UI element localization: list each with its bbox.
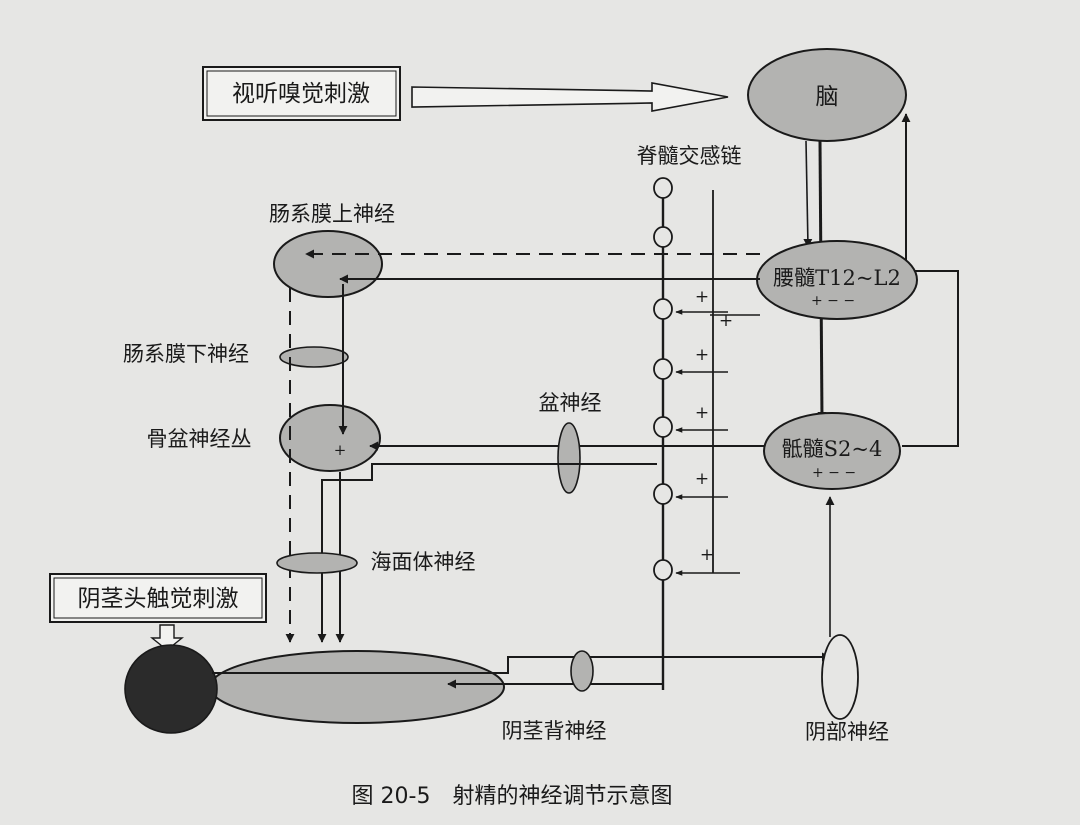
sacral-signs: + − − xyxy=(812,465,856,481)
ganglion xyxy=(653,177,673,199)
cavernous-nerve-node xyxy=(276,552,358,574)
hollow-arrow-to-brain xyxy=(411,82,729,112)
sympathetic-ganglia xyxy=(653,177,673,581)
svg-text:+: + xyxy=(695,345,709,365)
glans-to-pudendal-path xyxy=(212,652,831,674)
chain-input-arrows xyxy=(675,309,740,576)
brain-to-lumbar-arrow xyxy=(803,140,813,248)
ganglion xyxy=(653,226,673,248)
pudendal-nerve-node xyxy=(821,634,859,720)
svg-text:+: + xyxy=(695,403,709,423)
glans-stimulus-label: 阴茎头触觉刺激 xyxy=(78,586,239,612)
pudendal-nerve-label: 阴部神经 xyxy=(805,720,889,744)
inf-mesenteric-label: 肠系膜下神经 xyxy=(123,342,249,366)
penis-shaft-node xyxy=(209,650,505,724)
pelvic-plexus-label: 骨盆神经丛 xyxy=(147,427,252,451)
pelvic-nerve-node xyxy=(557,422,581,494)
chain-plus-signs: + + + + + + xyxy=(695,287,733,565)
pelvic-nerve-label: 盆神经 xyxy=(539,391,602,415)
lumbar-sacral-loop xyxy=(902,270,959,447)
pelvic-plexus-node xyxy=(279,404,381,472)
svg-text:+: + xyxy=(695,287,709,307)
svg-text:+: + xyxy=(695,469,709,489)
glans-node xyxy=(124,644,218,734)
svg-text:+: + xyxy=(719,311,733,331)
sup-mesenteric-node xyxy=(273,230,383,298)
sensory-stimulus-box: 视听嗅觉刺激 xyxy=(202,66,401,121)
lumbar-signs: + − − xyxy=(811,293,855,309)
chain-to-penis-path xyxy=(317,463,657,643)
lumbar-cord-node: 腰髓T12~L2 + − − xyxy=(756,240,918,320)
inf-mesenteric-node xyxy=(279,346,349,368)
ganglion xyxy=(653,416,673,438)
hollow-arrow-to-glans xyxy=(150,624,184,651)
sympathetic-chain-label: 脊髓交感链 xyxy=(637,144,742,168)
ganglion xyxy=(653,483,673,505)
lumbar-cord-label: 腰髓T12~L2 xyxy=(773,266,901,290)
sacral-cord-node: 骶髓S2~4 + − − xyxy=(763,412,901,490)
brain-node: 脑 xyxy=(747,48,907,142)
glans-stimulus-box: 阴茎头触觉刺激 xyxy=(49,573,267,623)
svg-text:+: + xyxy=(700,545,714,565)
dorsal-nerve-node xyxy=(570,650,594,692)
ganglion xyxy=(653,298,673,320)
sensory-stimulus-label: 视听嗅觉刺激 xyxy=(232,81,370,107)
sup-mesenteric-label: 肠系膜上神经 xyxy=(269,202,395,226)
dorsal-nerve-label: 阴茎背神经 xyxy=(502,719,607,743)
figure-caption: 图 20-5 射精的神经调节示意图 xyxy=(352,784,673,809)
sacral-cord-label: 骶髓S2~4 xyxy=(782,437,883,461)
cavernous-nerve-label: 海面体神经 xyxy=(371,550,476,574)
chain-to-penis-arrow xyxy=(447,679,664,690)
ganglion xyxy=(653,358,673,380)
ganglion xyxy=(653,559,673,581)
svg-text:+: + xyxy=(334,441,347,459)
brain-label: 脑 xyxy=(816,84,839,110)
